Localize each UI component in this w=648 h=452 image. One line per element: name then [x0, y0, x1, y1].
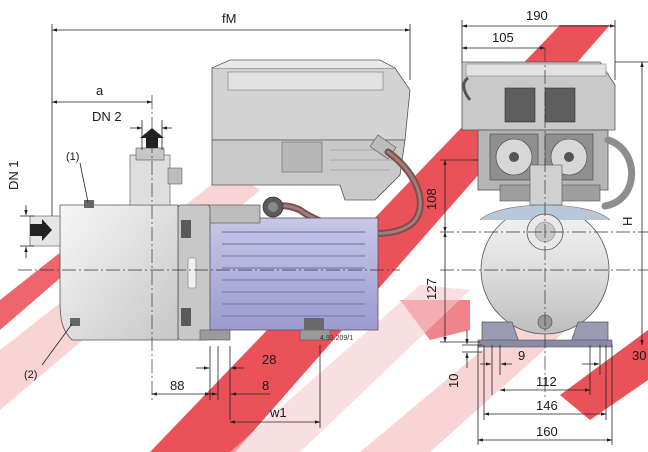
dim-label-30: 30: [632, 348, 646, 363]
discharge-port: [129, 154, 171, 206]
fan-icon: [489, 133, 594, 181]
dim-label-108: 108: [424, 188, 439, 210]
callout-1: (1): [66, 151, 79, 163]
dim-label-a: a: [96, 83, 104, 98]
right-dimension-lines: [440, 20, 648, 445]
dim-label-190: 190: [526, 8, 548, 23]
end-view-cable: [601, 136, 636, 210]
suction-arrow-icon: [30, 219, 52, 241]
motor-body: [205, 217, 379, 331]
drawing-reference-text: 4.93.209/1: [320, 335, 353, 342]
dim-label-fM: fM: [222, 11, 236, 26]
dim-label-28: 28: [262, 352, 276, 367]
dim-label-112: 112: [536, 374, 557, 389]
callout-2: (2): [24, 369, 37, 381]
pump-side-view: 4.93.209/1: [29, 59, 424, 342]
dim-label-H: H: [620, 217, 635, 226]
dim-label-dn1: DN 1: [6, 160, 21, 190]
dim-label-dn2: DN 2: [92, 109, 122, 124]
dim-label-160: 160: [536, 424, 558, 439]
dim-label-105: 105: [492, 30, 514, 45]
dim-label-146: 146: [536, 398, 558, 413]
dim-label-10: 10: [446, 374, 461, 388]
dim-label-127: 127: [424, 278, 439, 300]
dim-label-8: 8: [262, 378, 269, 393]
dim-label-88: 88: [170, 378, 184, 393]
controller-end-housing: [461, 61, 616, 131]
pump-end-view: [461, 61, 636, 348]
pump-casing: [59, 204, 179, 341]
dim-label-w1: w1: [269, 405, 287, 420]
left-dimension-lines: [20, 24, 411, 428]
dim-label-9: 9: [518, 348, 525, 363]
discharge-arrow-icon: [140, 128, 164, 148]
